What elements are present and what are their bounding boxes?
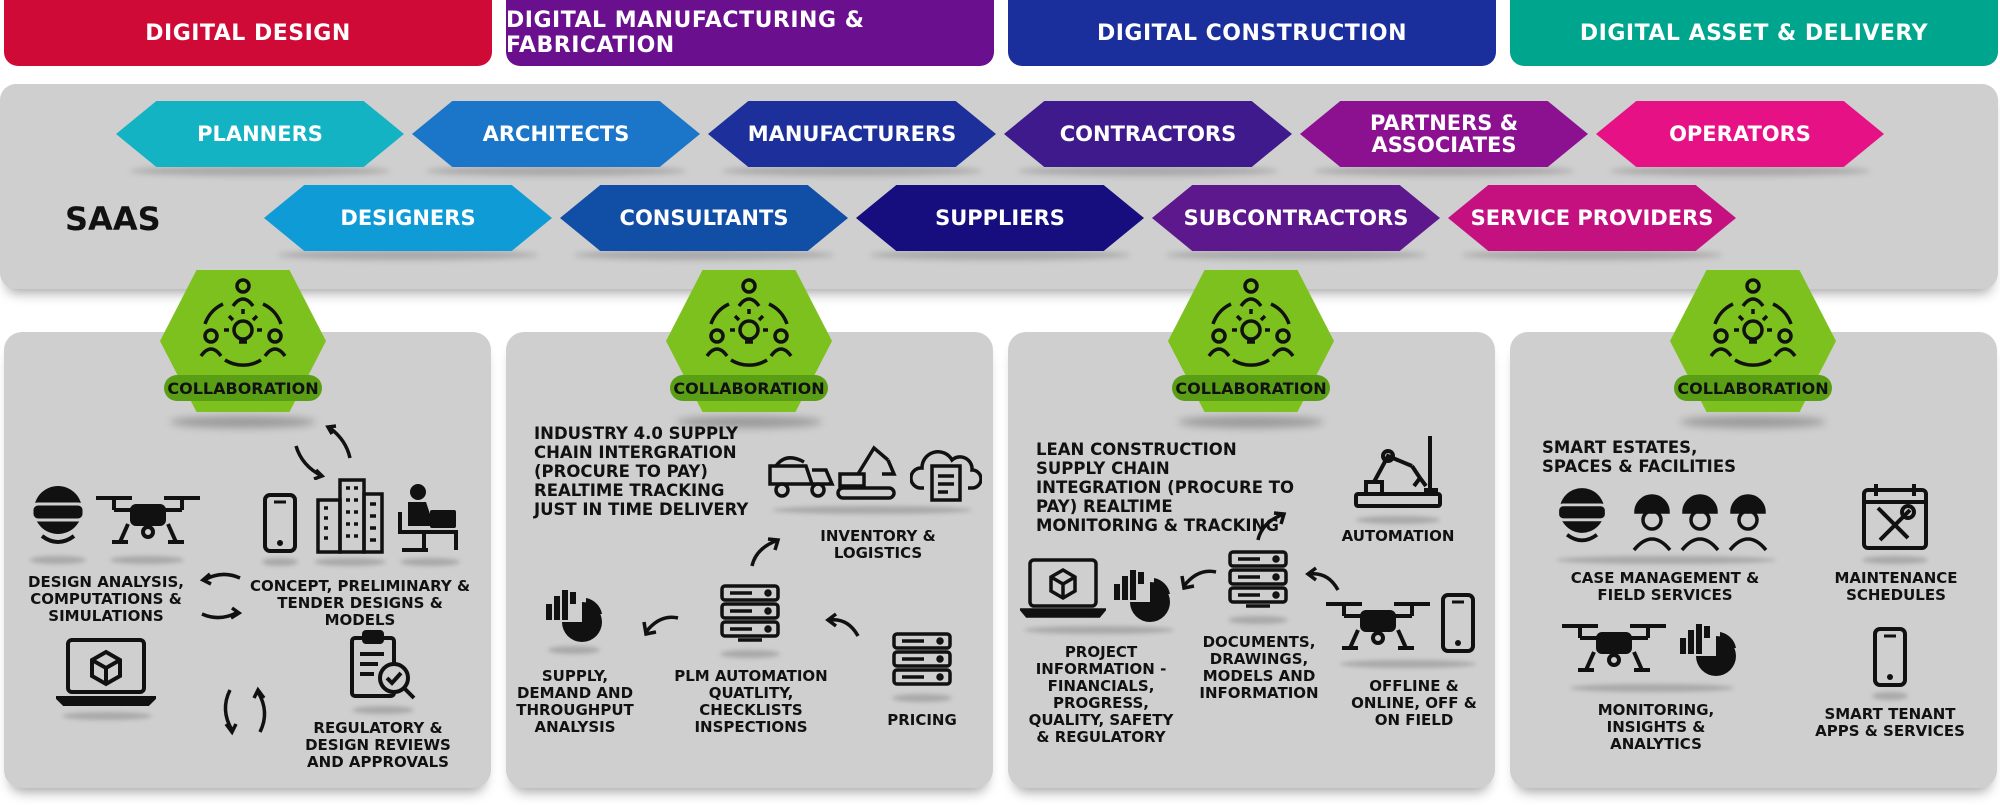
robot-arm-icon bbox=[1354, 436, 1442, 508]
collaboration-icon bbox=[199, 278, 287, 367]
label-concept-designs: CONCEPT, PRELIMINARY & TENDER DESIGNS & … bbox=[249, 577, 471, 629]
trucks-icon bbox=[768, 445, 897, 500]
label-automation: AUTOMATION bbox=[1341, 527, 1455, 545]
role-suppliers: SUPPLIERS bbox=[856, 185, 1144, 251]
label-regulatory-reviews: REGULATORY & DESIGN REVIEWS AND APPROVAL… bbox=[305, 719, 451, 771]
label-project-information: PROJECT INFORMATION - FINANCIALS, PROGRE… bbox=[1028, 643, 1174, 746]
label-inventory-logistics: INVENTORY & LOGISTICS bbox=[820, 527, 936, 562]
role-operators: OPERATORS bbox=[1596, 101, 1884, 167]
phone-icon bbox=[1873, 627, 1907, 687]
header-digital-asset: DIGITAL ASSET & DELIVERY bbox=[1510, 0, 1998, 66]
collaboration-icon bbox=[1709, 278, 1797, 367]
label-supply-demand: SUPPLY, DEMAND AND THROUGHPUT ANALYSIS bbox=[516, 667, 634, 736]
label-maintenance-schedules: MAINTENANCE SCHEDULES bbox=[1834, 569, 1958, 604]
pie-chart-icon bbox=[1680, 624, 1736, 676]
maintenance-calendar-icon bbox=[1862, 484, 1928, 550]
arrow-right-curve-icon bbox=[825, 612, 860, 637]
vr-headset-icon bbox=[1556, 488, 1608, 543]
collaboration-badge-asset: COLLABORATION bbox=[1670, 270, 1836, 428]
workers-icon bbox=[1632, 494, 1768, 552]
arrow-up-right-icon bbox=[750, 537, 781, 567]
role-architects: ARCHITECTS bbox=[412, 101, 700, 167]
server-stack-icon bbox=[1228, 550, 1288, 608]
arrows-vertical-icon bbox=[223, 686, 267, 736]
role-planners: PLANNERS bbox=[116, 101, 404, 167]
cloud-document-icon bbox=[910, 450, 982, 502]
collaboration-icon bbox=[1207, 278, 1295, 367]
header-digital-manufacturing: DIGITAL MANUFACTURING & FABRICATION bbox=[506, 0, 994, 66]
label-pricing: PRICING bbox=[887, 711, 957, 729]
vr-headset-icon bbox=[30, 486, 86, 544]
collaboration-badge-manufacturing: COLLABORATION bbox=[666, 270, 832, 428]
person-at-desk-icon bbox=[398, 484, 458, 552]
laptop-cube-icon bbox=[56, 638, 156, 706]
arrow-left-icon bbox=[1180, 569, 1217, 591]
role-subcontractors: SUBCONTRACTORS bbox=[1152, 185, 1440, 251]
label-smart-tenant: SMART TENANT APPS & SERVICES bbox=[1815, 705, 1965, 740]
arrow-up-right-icon bbox=[1256, 511, 1287, 541]
role-consultants: CONSULTANTS bbox=[560, 185, 848, 251]
label-design-analysis: DESIGN ANALYSIS, COMPUTATIONS & SIMULATI… bbox=[28, 573, 184, 625]
buildings-icon bbox=[316, 478, 384, 554]
header-digital-design: DIGITAL DESIGN bbox=[4, 0, 492, 66]
arrows-horizontal-icon bbox=[199, 572, 243, 620]
header-digital-construction: DIGITAL CONSTRUCTION bbox=[1008, 0, 1496, 66]
collaboration-badge-design: COLLABORATION bbox=[160, 270, 326, 428]
drone-icon bbox=[1326, 602, 1430, 650]
arrows-cycle-icon bbox=[294, 424, 352, 480]
collaboration-badge-construction: COLLABORATION bbox=[1168, 270, 1334, 428]
label-offline-online: OFFLINE & ONLINE, OFF & ON FIELD bbox=[1351, 677, 1477, 729]
role-service-providers: SERVICE PROVIDERS bbox=[1448, 185, 1736, 251]
drone-icon bbox=[1562, 624, 1666, 672]
construction-heading: LEAN CONSTRUCTION SUPPLY CHAIN INTEGRATI… bbox=[1036, 440, 1295, 535]
collaboration-label: COLLABORATION bbox=[670, 375, 828, 401]
manufacturing-heading: INDUSTRY 4.0 SUPPLY CHAIN INTERGRATION (… bbox=[534, 424, 749, 519]
saas-label: SAAS bbox=[65, 200, 161, 238]
label-documents-drawings: DOCUMENTS, DRAWINGS, MODELS AND INFORMAT… bbox=[1199, 633, 1319, 702]
label-monitoring-insights: MONITORING, INSIGHTS & ANALYTICS bbox=[1597, 701, 1715, 753]
collaboration-label: COLLABORATION bbox=[164, 375, 322, 401]
collaboration-label: COLLABORATION bbox=[1674, 375, 1832, 401]
pie-chart-icon bbox=[1114, 570, 1170, 622]
collaboration-label: COLLABORATION bbox=[1172, 375, 1330, 401]
label-plm-automation: PLM AUTOMATION QUATLITY, CHECKLISTS INSP… bbox=[674, 667, 828, 736]
pie-chart-icon bbox=[546, 590, 602, 642]
collaboration-icon bbox=[705, 278, 793, 367]
asset-heading: SMART ESTATES, SPACES & FACILITIES bbox=[1542, 438, 1736, 476]
role-designers: DESIGNERS bbox=[264, 185, 552, 251]
server-stack-icon bbox=[720, 584, 780, 642]
laptop-cube-icon bbox=[1020, 558, 1106, 618]
pricing-server-icon bbox=[892, 632, 952, 686]
arrow-left-icon bbox=[642, 615, 679, 637]
drone-icon bbox=[96, 496, 200, 544]
arrow-right-curve-icon bbox=[1305, 566, 1340, 591]
clipboard-check-icon bbox=[350, 630, 416, 700]
phone-icon bbox=[263, 493, 297, 553]
label-case-management: CASE MANAGEMENT & FIELD SERVICES bbox=[1570, 569, 1760, 604]
role-partners-associates: PARTNERS & ASSOCIATES bbox=[1300, 101, 1588, 167]
phone-icon bbox=[1441, 593, 1475, 653]
role-manufacturers: MANUFACTURERS bbox=[708, 101, 996, 167]
role-contractors: CONTRACTORS bbox=[1004, 101, 1292, 167]
